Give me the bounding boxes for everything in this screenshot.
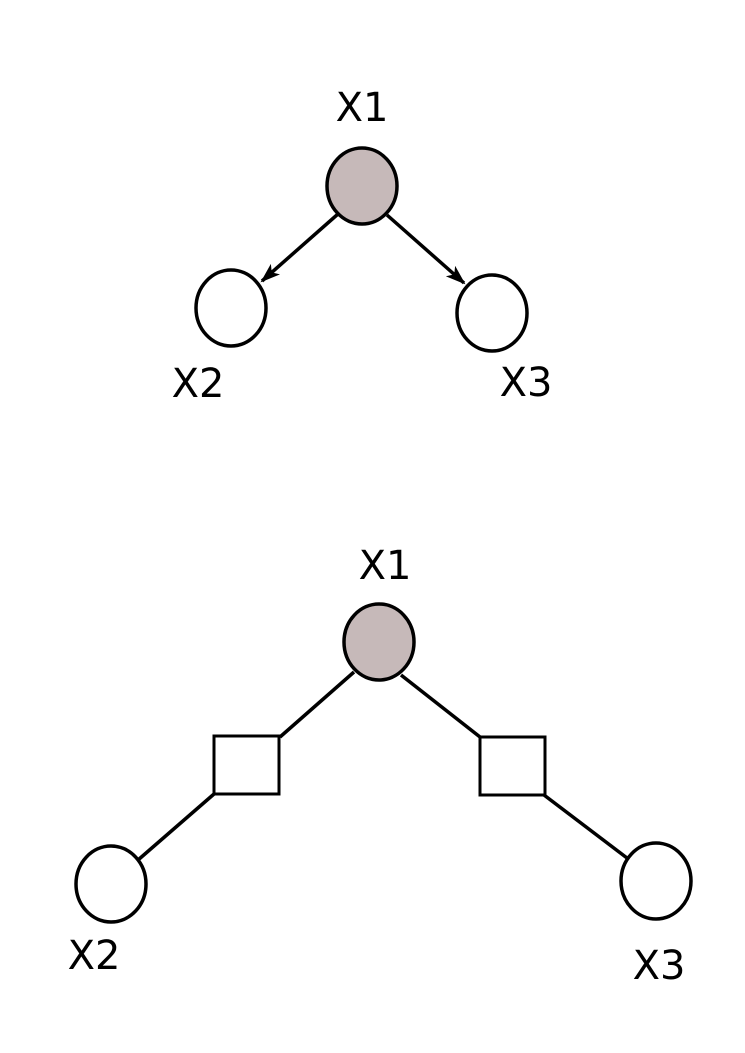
node-x3 [455, 273, 529, 353]
edge-x1-x2 [260, 212, 340, 283]
label-x3: X3 [633, 943, 686, 989]
label-x1: X1 [359, 543, 412, 589]
node-x1 [325, 146, 399, 226]
factor-node-left [212, 734, 281, 796]
label-x2: X2 [172, 361, 225, 407]
label-x2: X2 [68, 933, 121, 979]
node-x2 [74, 844, 148, 924]
node-x3 [619, 841, 693, 921]
node-x2 [194, 268, 268, 348]
node-x1 [342, 602, 416, 682]
factor-graph: X1 X2 X3 [68, 543, 693, 989]
label-x3: X3 [500, 360, 553, 406]
edge-x1-x3 [385, 213, 466, 285]
directed-graph: X1 X2 X3 [172, 85, 553, 407]
label-x1: X1 [336, 85, 389, 131]
edge-x1-factor-left [278, 670, 356, 739]
edge-factor-right-x3 [542, 793, 629, 860]
edge-x1-factor-right [399, 673, 482, 739]
edge-factor-left-x2 [136, 792, 216, 862]
factor-node-right [478, 735, 547, 797]
